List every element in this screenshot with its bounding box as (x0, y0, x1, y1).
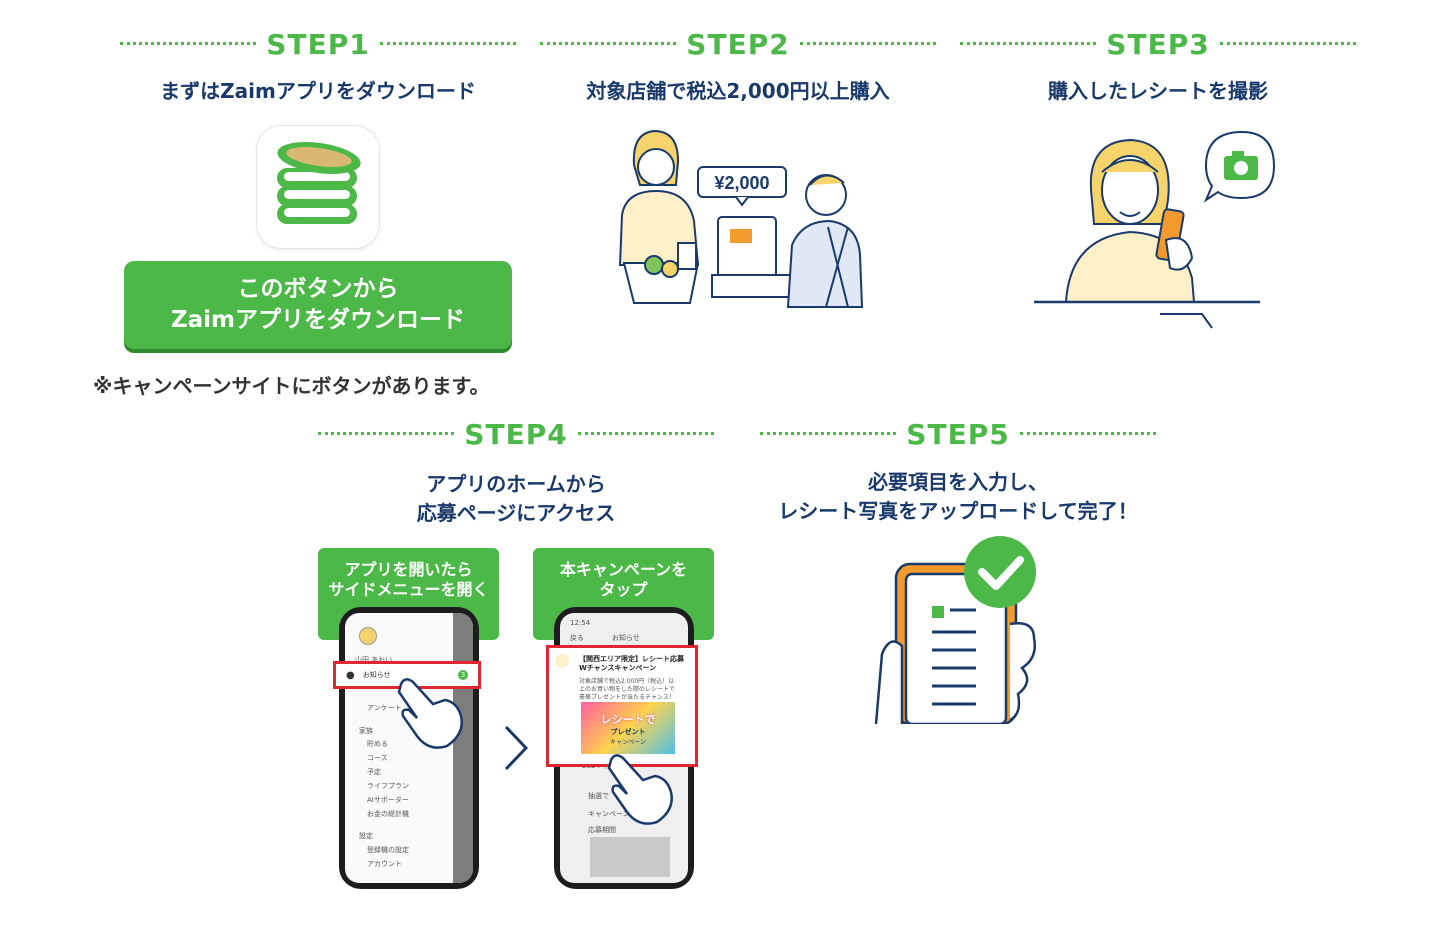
pointing-hand-icon (397, 678, 463, 749)
settings-header: 設定 (359, 832, 373, 840)
settings-item[interactable]: 登録機の設定 (367, 846, 409, 854)
campaign-title: 【関西エリア限定】レシート応募 (579, 655, 684, 663)
dotted-rule (1019, 431, 1156, 438)
campaign-body-line: 上のお買い物をした際のレシートで (579, 686, 676, 693)
step5-description: 必要項目を入力し、 レシート写真をアップロードして完了！ (778, 470, 1138, 523)
step1-header: STEP1 (120, 28, 516, 61)
campaign-avatar (555, 654, 569, 668)
bell-icon: ● (346, 669, 355, 681)
dotted-rule (960, 41, 1097, 48)
step3-description: 購入したレシートを撮影 (1048, 79, 1268, 103)
dotted-rule (1219, 41, 1356, 48)
campaign-body-line: 豪華プレゼントが当たるチャンス！ (579, 694, 675, 701)
zaim-coins-icon (277, 142, 361, 224)
download-zaim-button[interactable]: このボタンから Zaimアプリをダウンロード (124, 261, 512, 349)
dotted-rule (540, 41, 677, 48)
campaign-notice-item[interactable]: 【関西エリア限定】レシート応募 Wチャンスキャンペーン 対象店舗で税込2,000… (546, 645, 698, 767)
settings-item[interactable]: アカウント (367, 860, 402, 868)
dotted-rule (760, 431, 897, 438)
step5-header: STEP5 (760, 418, 1156, 451)
dotted-rule (318, 431, 455, 438)
back-link[interactable]: 戻る (570, 634, 584, 642)
chevron-right-icon (504, 725, 529, 771)
campaign-banner: レシートで プレゼント キャンペーン (581, 702, 675, 754)
price-tag: ¥2,000 (697, 166, 787, 207)
step3-header: STEP3 (960, 28, 1356, 61)
step2-header: STEP2 (540, 28, 936, 61)
svg-text:¥2,000: ¥2,000 (714, 173, 769, 193)
lower-text: 応募期間 (588, 826, 616, 834)
check-icon (964, 536, 1036, 608)
step4-title: STEP4 (464, 418, 568, 451)
campaign-subtitle: Wチャンスキャンペーン (579, 664, 657, 672)
dotted-rule (120, 41, 257, 48)
menu-item[interactable]: 貯める (367, 740, 388, 748)
upload-complete-illustration (874, 536, 1036, 724)
side-menu-screen: 山田 あおい アンケート 家族 貯める コース 予定 ライフプラン AIサポータ… (345, 613, 473, 883)
step2-title: STEP2 (686, 28, 790, 61)
campaign-site-note: ※キャンペーンサイトにボタンがあります。 (93, 374, 490, 398)
step4-description: アプリのホームから 応募ページにアクセス (416, 472, 616, 525)
shopping-illustration: ¥2,000 (618, 129, 864, 308)
user-name: 山田 あおい (355, 656, 393, 664)
dotted-rule (379, 41, 516, 48)
image-placeholder (590, 837, 670, 877)
menu-item[interactable]: アンケート (367, 704, 402, 712)
step4-header: STEP4 (318, 418, 714, 451)
notice-badge: 3 (458, 670, 468, 680)
avatar (359, 627, 377, 645)
menu-item[interactable]: お金の総計機 (367, 810, 409, 818)
step1-description: まずはZaimアプリをダウンロード (160, 79, 476, 103)
menu-item[interactable]: AIサポーター (367, 796, 409, 804)
menu-item[interactable]: ライフプラン (367, 782, 409, 790)
menu-item[interactable]: 予定 (367, 768, 381, 776)
step1-title: STEP1 (266, 28, 370, 61)
screen-header: お知らせ (612, 634, 640, 642)
lower-text: 抽選で (588, 792, 609, 800)
camera-icon (1203, 130, 1276, 203)
step2-description: 対象店舗で税込2,000円以上購入 (586, 79, 890, 103)
pointing-hand-icon (607, 754, 673, 825)
phone-side-menu: 山田 あおい アンケート 家族 貯める コース 予定 ライフプラン AIサポータ… (339, 607, 479, 889)
dotted-rule (577, 431, 714, 438)
photograph-receipt-illustration (1034, 130, 1276, 329)
menu-item[interactable]: コース (367, 754, 388, 762)
step3-title: STEP3 (1106, 28, 1210, 61)
menu-item[interactable]: 家族 (359, 727, 373, 735)
zaim-app-icon[interactable] (257, 126, 379, 248)
status-time: 12:54 (570, 619, 591, 627)
lower-text: キャンペーン (588, 810, 630, 818)
step5-title: STEP5 (906, 418, 1010, 451)
dotted-rule (799, 41, 936, 48)
campaign-body-line: 対象店舗で税込2,000円（税込）以 (579, 678, 675, 685)
